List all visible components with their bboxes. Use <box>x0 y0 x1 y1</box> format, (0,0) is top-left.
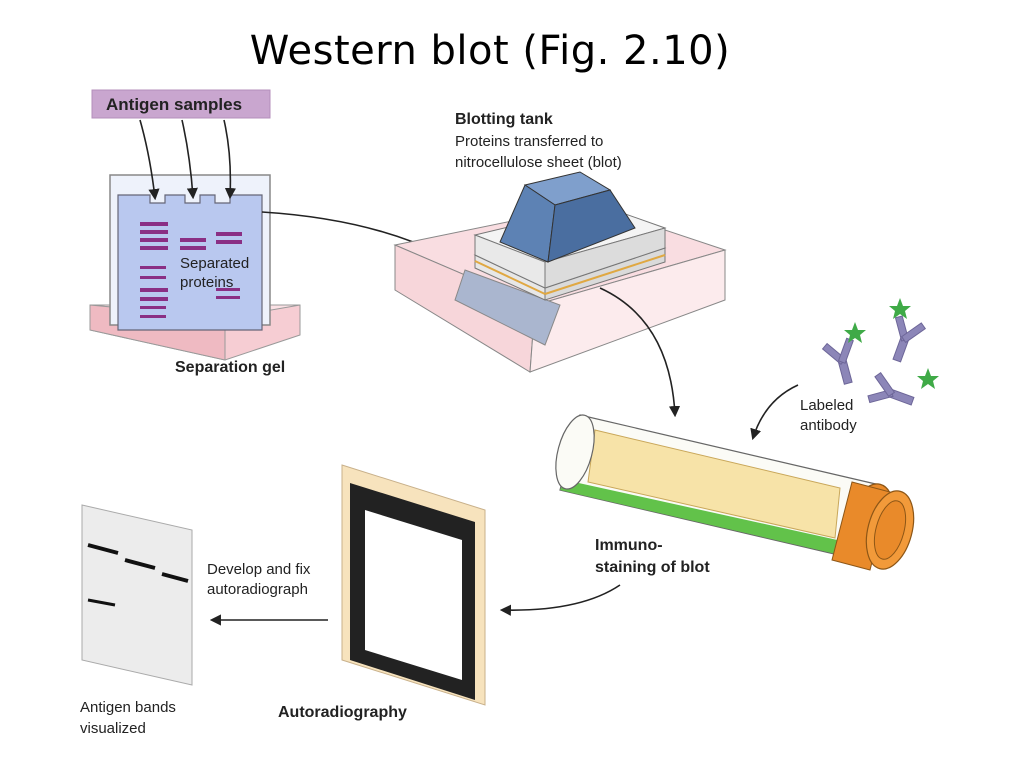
bands-label-2: visualized <box>80 720 146 737</box>
sample-arrow-3 <box>223 119 237 200</box>
autoradiography-label: Autoradiography <box>278 704 407 721</box>
sample-arrow-1 <box>139 119 160 201</box>
antigen-samples-box: Antigen samples <box>91 89 271 201</box>
autoradiography-film <box>341 464 486 706</box>
blotting-desc-1: Proteins transferred to <box>455 133 603 150</box>
sample-arrow-2 <box>181 119 198 200</box>
antigen-samples-label: Antigen samples <box>106 95 242 114</box>
immuno-label-1: Immuno- <box>595 537 663 554</box>
immuno-label-2: staining of blot <box>595 559 710 576</box>
bands-label-1: Antigen bands <box>80 699 176 716</box>
labeled-antibodies <box>821 298 939 406</box>
separation-gel: Separated proteins Separation gel <box>89 174 301 376</box>
antibody-arrow <box>750 384 799 441</box>
protein-bands <box>140 222 242 318</box>
develop-label-2: autoradiograph <box>207 581 308 598</box>
immunostaining-tube <box>555 414 915 571</box>
tank-to-tube-arrow <box>599 287 681 418</box>
labeled-label-1: Labeled <box>800 397 853 414</box>
separated-label-1: Separated <box>180 255 249 272</box>
blotting-tank: Blotting tank Proteins transferred to ni… <box>393 111 727 373</box>
blotting-desc-2: nitrocellulose sheet (blot) <box>455 154 622 171</box>
separated-label-2: proteins <box>180 274 233 291</box>
labeled-label-2: antibody <box>800 417 857 434</box>
tube-to-film-arrow <box>499 584 621 616</box>
separation-gel-label: Separation gel <box>175 359 285 376</box>
page-title: Western blot (Fig. 2.10) <box>249 28 731 74</box>
blotting-tank-label: Blotting tank <box>455 111 553 128</box>
antigen-bands <box>87 543 189 607</box>
develop-label-1: Develop and fix <box>207 561 311 578</box>
result-sheet <box>81 504 193 686</box>
